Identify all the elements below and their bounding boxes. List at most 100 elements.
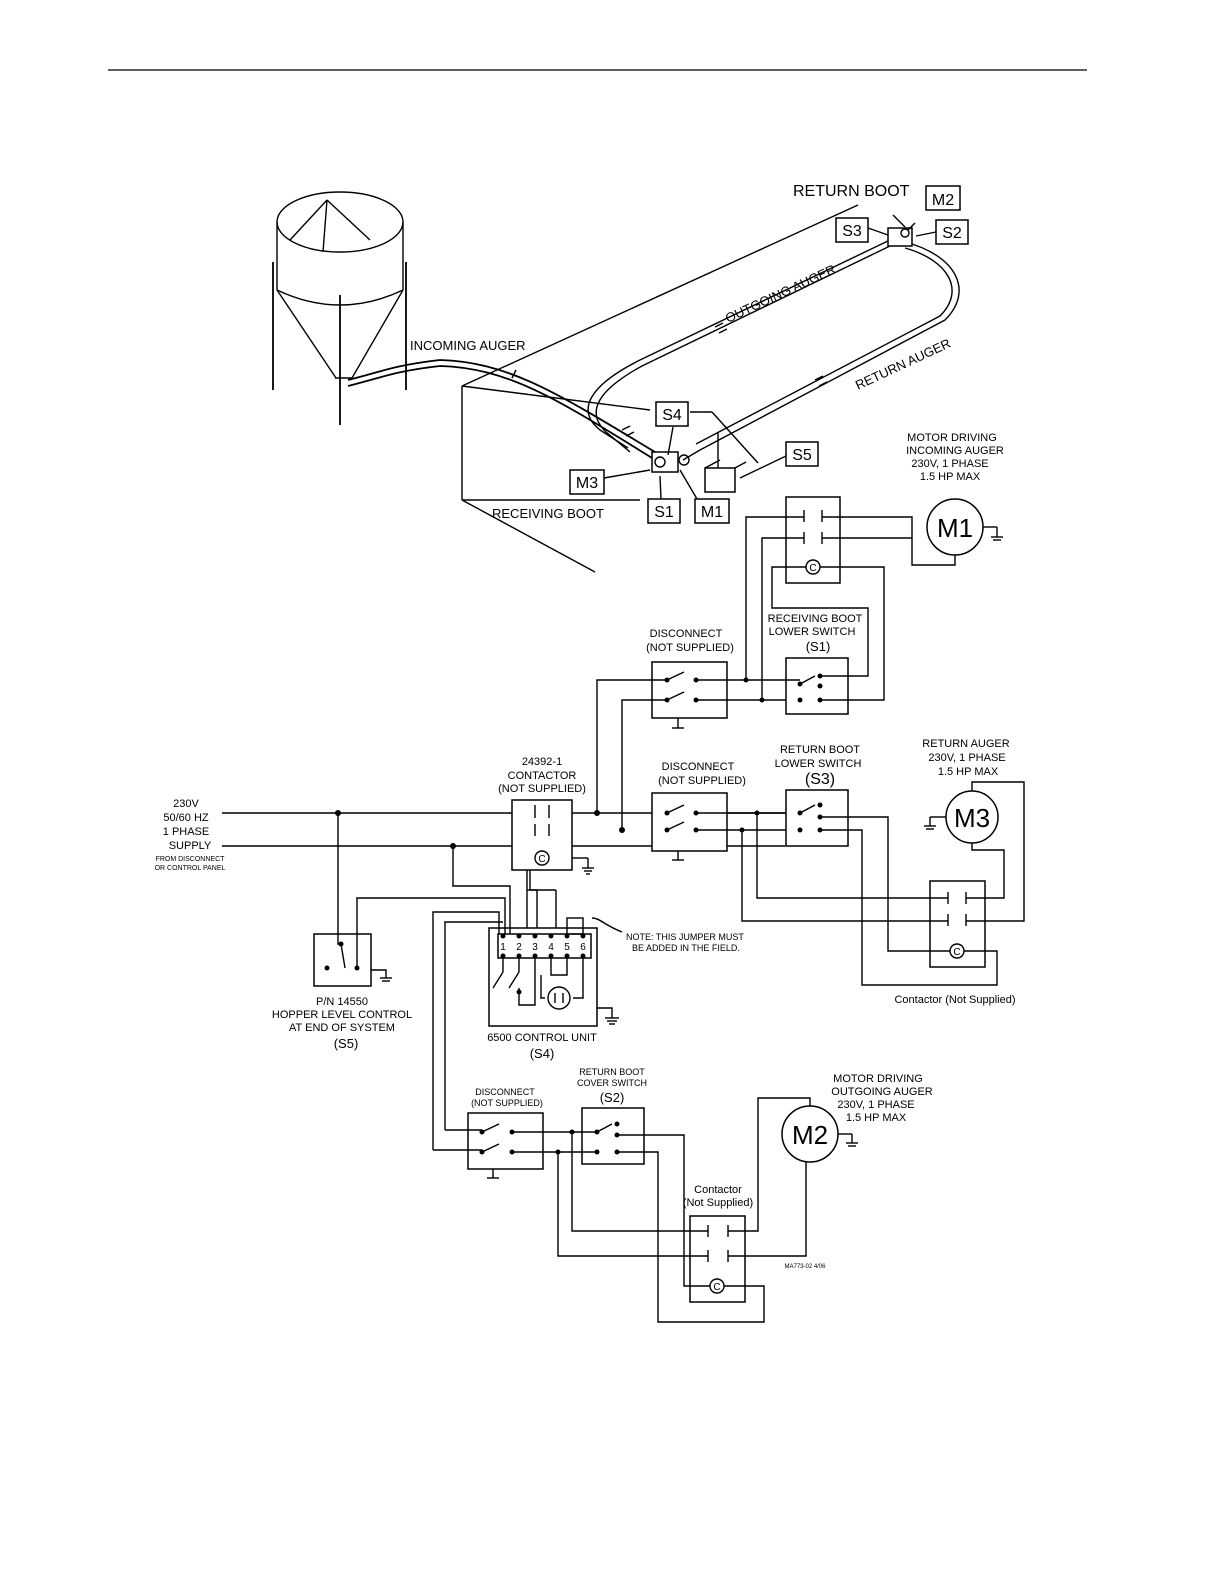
- svg-text:COVER SWITCH: COVER SWITCH: [577, 1078, 647, 1088]
- svg-text:C: C: [953, 947, 960, 958]
- svg-text:1.5 HP MAX: 1.5 HP MAX: [920, 471, 981, 483]
- house-outline: [461, 204, 859, 573]
- jumper-note: NOTE: THIS JUMPER MUST BE ADDED IN THE F…: [566, 917, 744, 953]
- switch-s1: RECEIVING BOOT LOWER SWITCH (S1): [768, 613, 863, 715]
- svg-text:DISCONNECT: DISCONNECT: [650, 628, 723, 640]
- m2-contactor: C Contactor (Not Supplied): [683, 1184, 753, 1303]
- motor-m2: M2 MOTOR DRIVING OUTGOING AUGER 230V, 1 …: [781, 1073, 933, 1163]
- svg-text:1 PHASE: 1 PHASE: [163, 826, 209, 838]
- m3-contactor: C Contactor (Not Supplied): [894, 880, 1016, 1006]
- terminal-4: 4: [548, 942, 554, 953]
- svg-text:NOTE: THIS JUMPER MUST: NOTE: THIS JUMPER MUST: [626, 932, 744, 942]
- svg-text:(NOT SUPPLIED): (NOT SUPPLIED): [498, 783, 586, 795]
- svg-text:C: C: [809, 563, 816, 574]
- svg-text:P/N 14550: P/N 14550: [316, 996, 368, 1008]
- svg-text:230V, 1 PHASE: 230V, 1 PHASE: [911, 458, 988, 470]
- svg-text:(S5): (S5): [334, 1036, 359, 1051]
- svg-text:MOTOR DRIVING: MOTOR DRIVING: [907, 432, 997, 444]
- receiving-boot-label: RECEIVING BOOT: [492, 506, 604, 521]
- outgoing-auger-label: OUTGOING AUGER: [723, 261, 838, 325]
- top-wiring: [596, 516, 956, 830]
- svg-text:(S4): (S4): [530, 1046, 555, 1061]
- disconnect-2: DISCONNECT (NOT SUPPLIED): [651, 761, 746, 861]
- svg-text:230V: 230V: [173, 798, 199, 810]
- switch-s3: RETURN BOOT LOWER SWITCH (S3): [775, 744, 862, 847]
- disconnect-3: DISCONNECT (NOT SUPPLIED): [467, 1087, 544, 1179]
- svg-text:OUTGOING AUGER: OUTGOING AUGER: [831, 1086, 933, 1098]
- svg-text:AT END OF SYSTEM: AT END OF SYSTEM: [289, 1022, 395, 1034]
- svg-text:BE ADDED IN THE FIELD.: BE ADDED IN THE FIELD.: [632, 943, 740, 953]
- svg-text:RETURN AUGER: RETURN AUGER: [922, 738, 1009, 750]
- svg-text:(NOT SUPPLIED): (NOT SUPPLIED): [658, 775, 746, 787]
- tag-s3: S3: [835, 217, 869, 243]
- m1-contactor: C: [785, 496, 841, 584]
- svg-text:1.5 HP MAX: 1.5 HP MAX: [938, 766, 999, 778]
- hopper-level-control: P/N 14550 HOPPER LEVEL CONTROL AT END OF…: [272, 933, 412, 1051]
- svg-text:FROM DISCONNECT: FROM DISCONNECT: [156, 856, 226, 863]
- main-contactor: C 24392-1 CONTACTOR (NOT SUPPLIED): [498, 756, 594, 875]
- svg-text:M1: M1: [701, 504, 723, 521]
- svg-text:(Not Supplied): (Not Supplied): [683, 1197, 753, 1209]
- drawing-reference: MA773-02 4/06: [784, 1264, 826, 1270]
- svg-text:HOPPER LEVEL CONTROL: HOPPER LEVEL CONTROL: [272, 1009, 412, 1021]
- tag-s5: S5: [785, 441, 819, 467]
- terminal-2: 2: [516, 942, 522, 953]
- tag-m1: M1: [694, 498, 730, 524]
- terminal-6: 6: [580, 942, 586, 953]
- svg-text:LOWER SWITCH: LOWER SWITCH: [769, 626, 856, 638]
- switch-s2: RETURN BOOT COVER SWITCH (S2): [577, 1067, 647, 1165]
- svg-text:S2: S2: [942, 225, 962, 242]
- tag-s1: S1: [647, 498, 681, 524]
- svg-text:S5: S5: [792, 447, 812, 464]
- tag-m2: M2: [925, 185, 961, 211]
- svg-text:M2: M2: [932, 192, 954, 209]
- m3-contactor-label: Contactor (Not Supplied): [894, 994, 1015, 1006]
- svg-text:MOTOR DRIVING: MOTOR DRIVING: [833, 1073, 923, 1085]
- auger-pipes: [347, 214, 960, 500]
- motor-m3: M3 RETURN AUGER 230V, 1 PHASE 1.5 HP MAX: [922, 738, 1010, 844]
- svg-text:230V, 1 PHASE: 230V, 1 PHASE: [837, 1099, 914, 1111]
- tag-s4: S4: [655, 401, 689, 427]
- terminal-5: 5: [564, 942, 570, 953]
- bin-illustration: [272, 191, 407, 425]
- svg-text:(NOT SUPPLIED): (NOT SUPPLIED): [646, 642, 734, 654]
- svg-text:Contactor: Contactor: [694, 1184, 742, 1196]
- svg-text:LOWER SWITCH: LOWER SWITCH: [775, 758, 862, 770]
- return-boot-label: RETURN BOOT: [793, 183, 910, 200]
- tag-s2: S2: [935, 219, 969, 245]
- svg-text:RETURN BOOT: RETURN BOOT: [579, 1067, 645, 1077]
- return-auger-pipe-label: RETURN AUGER: [853, 335, 953, 392]
- svg-text:M3: M3: [954, 803, 990, 833]
- svg-text:OR CONTROL PANEL: OR CONTROL PANEL: [155, 865, 226, 872]
- svg-text:(NOT SUPPLIED): (NOT SUPPLIED): [471, 1098, 543, 1108]
- svg-text:S4: S4: [662, 407, 682, 424]
- svg-text:RECEIVING BOOT: RECEIVING BOOT: [768, 613, 863, 625]
- control-wiring: [337, 813, 557, 1150]
- svg-text:M1: M1: [937, 513, 973, 543]
- svg-text:M2: M2: [792, 1120, 828, 1150]
- terminal-1: 1: [500, 942, 506, 953]
- svg-text:DISCONNECT: DISCONNECT: [662, 761, 735, 773]
- svg-text:1.5 HP MAX: 1.5 HP MAX: [846, 1112, 907, 1124]
- svg-text:(S3): (S3): [805, 771, 835, 788]
- svg-text:S3: S3: [842, 223, 862, 240]
- incoming-auger-label: INCOMING AUGER: [410, 338, 526, 353]
- svg-text:S1: S1: [654, 504, 674, 521]
- control-unit-6500: 1 2 3 4 5 6 6500 CONTROL UNIT (S4): [487, 927, 619, 1061]
- disconnect-1: DISCONNECT (NOT SUPPLIED): [646, 628, 734, 729]
- svg-text:SUPPLY: SUPPLY: [169, 840, 212, 852]
- svg-text:M3: M3: [576, 475, 598, 492]
- middle-wiring: [696, 781, 1025, 986]
- svg-text:(S1): (S1): [806, 639, 831, 654]
- motor-m1: M1 MOTOR DRIVING INCOMING AUGER 230V, 1 …: [906, 432, 1004, 556]
- terminal-3: 3: [532, 942, 538, 953]
- svg-text:INCOMING AUGER: INCOMING AUGER: [906, 445, 1004, 457]
- svg-text:50/60 HZ: 50/60 HZ: [163, 812, 209, 824]
- svg-text:24392-1: 24392-1: [522, 756, 562, 768]
- coil-symbol: C: [538, 854, 545, 865]
- supply-label: 230V 50/60 HZ 1 PHASE SUPPLY FROM DISCON…: [155, 798, 226, 872]
- svg-text:6500 CONTROL UNIT: 6500 CONTROL UNIT: [487, 1032, 597, 1044]
- svg-text:230V, 1 PHASE: 230V, 1 PHASE: [928, 752, 1005, 764]
- svg-text:DISCONNECT: DISCONNECT: [475, 1087, 535, 1097]
